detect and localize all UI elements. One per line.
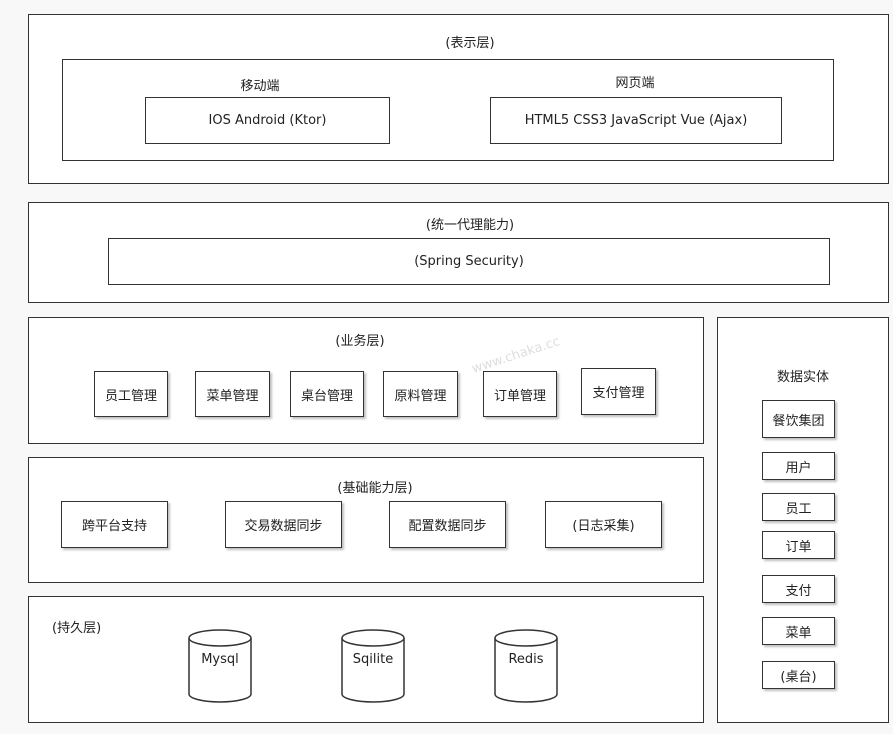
entity-item: (桌台) — [762, 661, 835, 689]
web-label: 网页端 — [615, 76, 655, 91]
sqlite-database-icon: Sqilite — [341, 629, 405, 703]
mysql-database-icon: Mysql — [188, 629, 252, 703]
entity-item: 员工 — [762, 493, 835, 521]
db-label: Sqilite — [352, 652, 394, 667]
presentation-layer-title: (表示层) — [445, 36, 495, 51]
base-item: (日志采集) — [545, 501, 662, 548]
base-item: 跨平台支持 — [61, 501, 168, 548]
mobile-tech-box: IOS Android (Ktor) — [145, 97, 390, 144]
entity-item: 用户 — [762, 452, 835, 480]
proxy-layer-title: (统一代理能力) — [425, 218, 515, 233]
web-tech-box: HTML5 CSS3 JavaScript Vue (Ajax) — [490, 97, 782, 144]
business-item: 订单管理 — [483, 371, 557, 417]
base-item: 配置数据同步 — [389, 501, 506, 548]
db-label: Redis — [508, 652, 544, 667]
business-item: 支付管理 — [581, 368, 656, 415]
mobile-label: 移动端 — [240, 79, 280, 94]
business-item: 员工管理 — [94, 371, 168, 417]
persistence-layer-title: (持久层) — [52, 621, 102, 636]
business-item: 桌台管理 — [290, 371, 364, 417]
entity-item: 菜单 — [762, 617, 835, 645]
business-item: 原料管理 — [383, 371, 458, 417]
entity-item: 订单 — [762, 531, 835, 559]
entity-item: 餐饮集团 — [762, 400, 835, 438]
entity-item: 支付 — [762, 575, 835, 603]
business-layer-title: (业务层) — [335, 334, 385, 349]
data-entities-title: 数据实体 — [776, 370, 829, 385]
base-item: 交易数据同步 — [225, 501, 342, 548]
business-item: 菜单管理 — [195, 371, 270, 417]
redis-database-icon: Redis — [494, 629, 558, 703]
db-label: Mysql — [201, 652, 239, 667]
spring-security-box: (Spring Security) — [108, 238, 830, 285]
base-capability-layer-title: (基础能力层) — [337, 481, 413, 496]
